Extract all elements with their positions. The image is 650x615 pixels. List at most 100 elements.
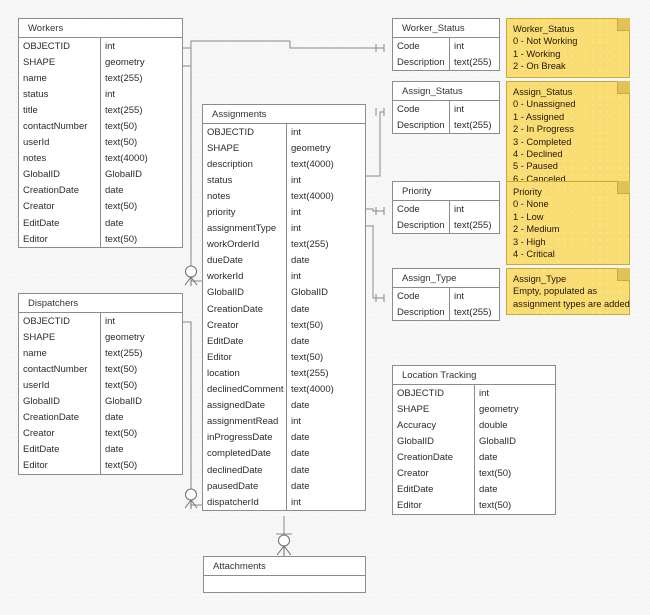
column-type: int bbox=[454, 103, 465, 115]
column-type: date bbox=[105, 217, 124, 229]
column-name: GlobalID bbox=[19, 393, 101, 410]
column-type: date bbox=[291, 255, 310, 267]
column-type: int bbox=[291, 496, 302, 508]
note-line: 3 - High bbox=[513, 236, 546, 247]
column-name: CreationDate bbox=[19, 182, 101, 199]
note-line: 0 - Unassigned bbox=[513, 99, 576, 110]
column-type: int bbox=[291, 223, 302, 235]
column-name: SHAPE bbox=[393, 401, 475, 418]
table-attachments-columns bbox=[204, 576, 365, 592]
column-name: GlobalID bbox=[203, 284, 287, 302]
table-assignments-title: Assignments bbox=[203, 105, 365, 124]
column-type: text(255) bbox=[105, 104, 143, 116]
column-type: int bbox=[105, 40, 116, 52]
column-type: text(50) bbox=[479, 500, 512, 512]
column-name: GlobalID bbox=[19, 166, 101, 183]
column-type: geometry bbox=[291, 142, 331, 154]
column-type: GlobalID bbox=[291, 287, 328, 299]
note-fold-icon bbox=[617, 268, 630, 281]
column-name: SHAPE bbox=[19, 54, 101, 71]
column-type: date bbox=[479, 451, 498, 463]
note-line: 4 - Critical bbox=[513, 249, 555, 260]
note-fold-icon bbox=[617, 181, 630, 194]
column-name: CreationDate bbox=[203, 301, 287, 318]
column-name: description bbox=[203, 156, 287, 173]
table-row: EditDate date bbox=[393, 481, 555, 498]
column-type: date bbox=[105, 444, 124, 456]
column-name: Creator bbox=[393, 465, 475, 482]
column-name: Description bbox=[393, 117, 450, 134]
column-name: completedDate bbox=[203, 445, 287, 462]
column-type: text(50) bbox=[105, 137, 138, 149]
column-type: date bbox=[479, 484, 498, 496]
table-attachments[interactable]: Attachments bbox=[203, 556, 366, 594]
table-assign-type-title: Assign_Type bbox=[393, 269, 499, 288]
column-name: userId bbox=[19, 377, 101, 394]
column-name: inProgressDate bbox=[203, 429, 287, 446]
column-name: EditDate bbox=[393, 481, 475, 498]
column-type: date bbox=[291, 448, 310, 460]
column-name: assignedDate bbox=[203, 397, 287, 414]
note-line: 6 - Canceled bbox=[513, 173, 566, 184]
column-name: Creator bbox=[19, 425, 101, 442]
column-type: int bbox=[291, 207, 302, 219]
table-row bbox=[204, 576, 365, 592]
column-name: OBJECTID bbox=[19, 313, 101, 330]
column-type: text(255) bbox=[105, 347, 143, 359]
column-name: Editor bbox=[19, 457, 101, 474]
column-type: date bbox=[291, 432, 310, 444]
column-name: Creator bbox=[19, 198, 101, 216]
column-name: userId bbox=[19, 134, 101, 151]
table-row: GlobalID GlobalID bbox=[203, 284, 365, 302]
column-name: EditDate bbox=[19, 215, 101, 232]
column-name: assignmentType bbox=[203, 220, 287, 237]
note-line: 2 - Medium bbox=[513, 224, 560, 235]
column-name: Accuracy bbox=[393, 417, 475, 434]
column-type: int bbox=[291, 174, 302, 186]
column-type: int bbox=[105, 315, 116, 327]
table-row: assignmentType int bbox=[203, 220, 365, 237]
note-line: 1 - Low bbox=[513, 211, 544, 222]
table-location-tracking-title: Location Tracking bbox=[393, 366, 555, 385]
note-line: 1 - Assigned bbox=[513, 111, 565, 122]
column-name: assignmentRead bbox=[203, 413, 287, 430]
column-type: text(4000) bbox=[291, 158, 334, 170]
